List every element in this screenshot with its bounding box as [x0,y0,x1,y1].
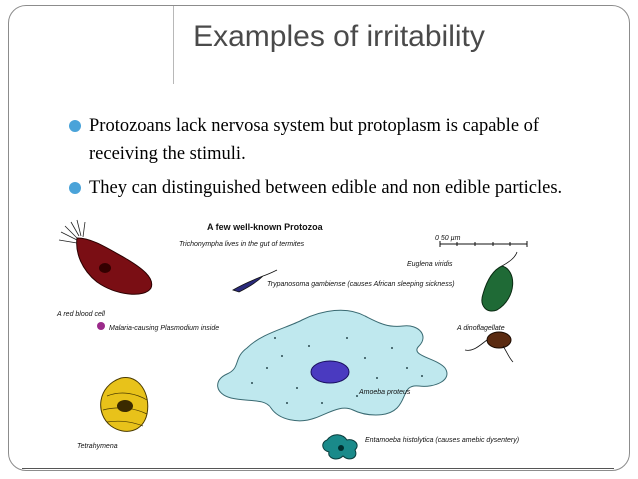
entamoeba-organism [322,434,358,460]
amoeba-caption: Amoeba proteus [358,389,411,396]
bullet-item: They can distinguished between edible an… [67,174,607,202]
rbc-caption: A red blood cell [56,311,105,318]
euglena-caption: Euglena viridis [407,261,453,268]
bottom-rule [22,468,614,469]
slide-title: Examples of irritability [193,20,485,53]
plasmodium-caption: Malaria-causing Plasmodium inside [109,325,219,332]
dinoflagellate-organism [464,331,514,363]
dinoflagellate-caption: A dinoflagellate [456,325,505,332]
tetrahymena-organism [100,377,149,432]
trypanosoma-caption: Trypanosoma gambiense (causes African sl… [267,281,455,288]
bullet-text: They can distinguished between edible an… [89,178,563,198]
scale-bar: 0 50 µm [435,235,528,247]
trichonympha-organism [58,219,153,295]
red-blood-cell-icon [97,322,105,330]
euglena-organism [481,251,518,312]
title-divider [173,6,174,84]
protozoa-illustration: A few well-known Protozoa 0 50 µm Tricho… [56,219,528,460]
trypanosoma-organism [232,269,278,293]
tetrahymena-caption: Tetrahymena [77,443,118,450]
bullet-dot-icon [69,182,81,194]
bullet-dot-icon [69,120,81,132]
scale-label: 0 50 µm [435,235,461,242]
amoeba-organism [217,309,448,422]
bullet-list: Protozoans lack nervosa system but proto… [67,112,607,208]
trichonympha-caption: Trichonympha lives in the gut of termite… [179,241,305,248]
bullet-item: Protozoans lack nervosa system but proto… [67,112,607,168]
figure-title: A few well-known Protozoa [207,222,324,232]
bullet-text: Protozoans lack nervosa system but proto… [89,116,540,164]
entamoeba-caption: Entamoeba histolytica (causes amebic dys… [365,437,519,444]
